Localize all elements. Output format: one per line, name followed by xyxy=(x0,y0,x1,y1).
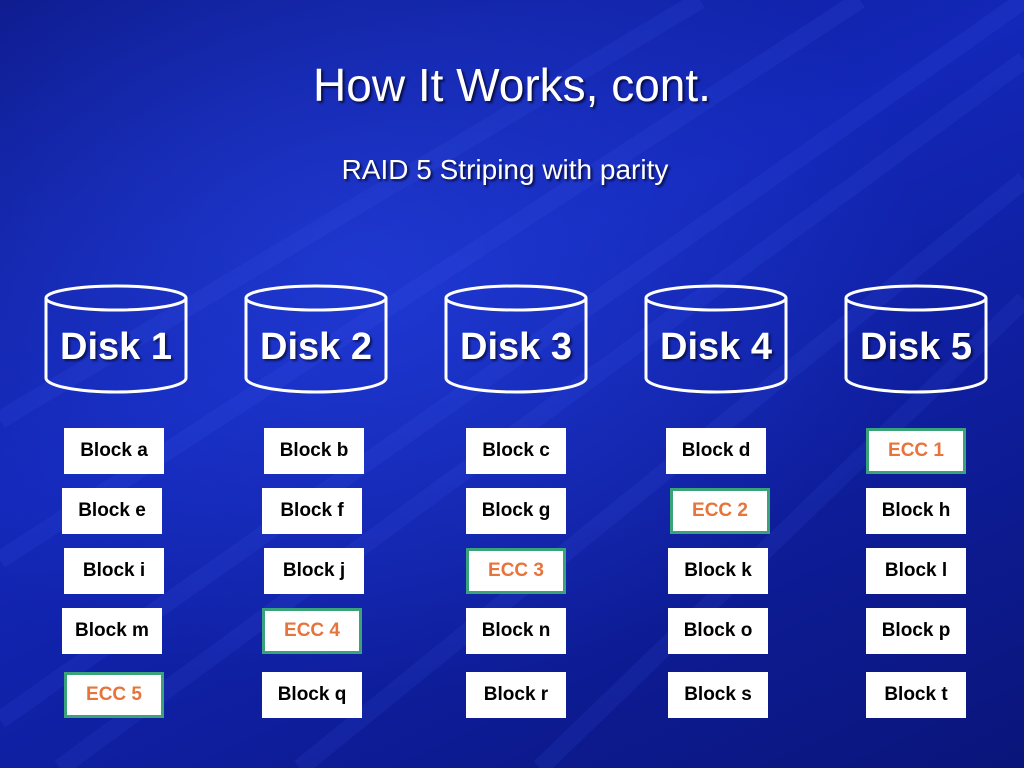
ecc-parity-block: ECC 4 xyxy=(262,608,362,654)
disk-5: Disk 5 xyxy=(842,282,990,398)
disk-label: Disk 4 xyxy=(660,326,772,368)
disk-cylinder-icon xyxy=(244,284,388,394)
disk-cylinder-icon xyxy=(44,284,188,394)
data-block: Block j xyxy=(264,548,364,594)
disk-1: Disk 1 xyxy=(42,282,190,398)
ecc-parity-block: ECC 3 xyxy=(466,548,566,594)
disk-label: Disk 5 xyxy=(860,326,972,368)
data-block: Block n xyxy=(466,608,566,654)
data-block: Block t xyxy=(866,672,966,718)
data-block: Block b xyxy=(264,428,364,474)
data-block: Block r xyxy=(466,672,566,718)
ecc-parity-block: ECC 5 xyxy=(64,672,164,718)
data-block: Block g xyxy=(466,488,566,534)
disk-cylinder-icon xyxy=(644,284,788,394)
disk-cylinder-icon xyxy=(444,284,588,394)
data-block: Block p xyxy=(866,608,966,654)
disk-2: Disk 2 xyxy=(242,282,390,398)
data-block: Block d xyxy=(666,428,766,474)
disk-label: Disk 1 xyxy=(60,326,172,368)
data-block: Block i xyxy=(64,548,164,594)
data-block: Block f xyxy=(262,488,362,534)
disk-label: Disk 3 xyxy=(460,326,572,368)
slide-subtitle: RAID 5 Striping with parity xyxy=(341,154,669,185)
data-block: Block k xyxy=(668,548,768,594)
disk-3: Disk 3 xyxy=(442,282,590,398)
data-block: Block o xyxy=(668,608,768,654)
disk-label: Disk 2 xyxy=(260,326,372,368)
data-block: Block q xyxy=(262,672,362,718)
data-block: Block h xyxy=(866,488,966,534)
ecc-parity-block: ECC 1 xyxy=(866,428,966,474)
disk-4: Disk 4 xyxy=(642,282,790,398)
data-block: Block a xyxy=(64,428,164,474)
slide-title: How It Works, cont. xyxy=(313,59,711,111)
data-block: Block l xyxy=(866,548,966,594)
data-block: Block m xyxy=(62,608,162,654)
data-block: Block s xyxy=(668,672,768,718)
ecc-parity-block: ECC 2 xyxy=(670,488,770,534)
data-block: Block c xyxy=(466,428,566,474)
data-block: Block e xyxy=(62,488,162,534)
disk-cylinder-icon xyxy=(844,284,988,394)
